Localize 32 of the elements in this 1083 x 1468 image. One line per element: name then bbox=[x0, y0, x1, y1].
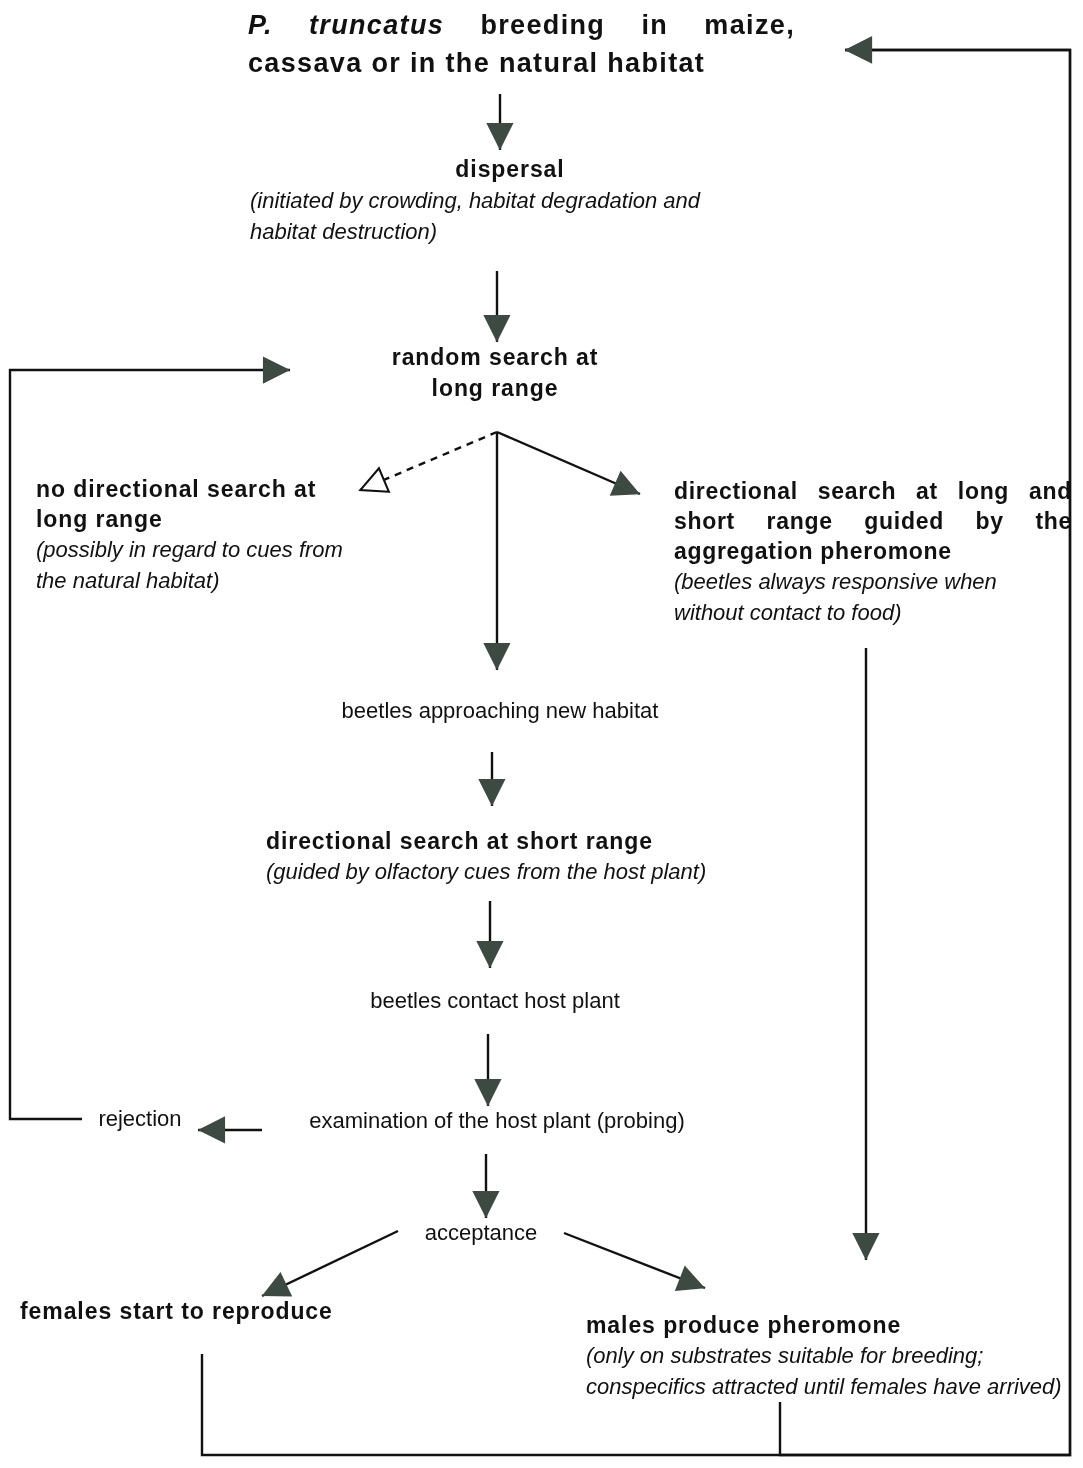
arrow bbox=[486, 94, 514, 151]
arrow bbox=[483, 432, 511, 671]
note-text: (guided by olfactory cues from the host plant) bbox=[266, 858, 708, 886]
arrow bbox=[472, 1154, 500, 1219]
step-text: rejection bbox=[97, 1105, 183, 1133]
step-text: beetles approaching new habitat bbox=[340, 697, 660, 725]
arrow bbox=[483, 271, 511, 343]
arrow bbox=[359, 430, 498, 493]
step-text: directional search at short range bbox=[266, 827, 654, 856]
arrow bbox=[478, 752, 506, 807]
step-text: random search at long range bbox=[390, 343, 600, 403]
note-text: (beetles always responsive when without contact to food) bbox=[674, 568, 998, 627]
arrow bbox=[852, 648, 880, 1261]
note-text: (only on substrates suitable for breeding; conspecifics attracted until females have arrived) bbox=[586, 1342, 1062, 1401]
step-text: beetles contact host plant bbox=[369, 987, 621, 1015]
step-text: acceptance bbox=[423, 1219, 539, 1247]
step-text: examination of the host plant (probing) bbox=[308, 1107, 686, 1135]
arrow bbox=[476, 901, 504, 969]
arrow bbox=[474, 1034, 502, 1107]
step-text: P. truncatus breeding in maize, cassava or in the natural habitat bbox=[248, 9, 795, 80]
note-text: (initiated by crowding, habitat degradation and habitat destruction) bbox=[250, 187, 702, 246]
note-text: (possibly in regard to cues from the natural habitat) bbox=[36, 536, 344, 595]
arrow bbox=[197, 1116, 262, 1144]
arrow bbox=[563, 1231, 706, 1291]
step-text: no directional search at long range bbox=[36, 475, 318, 534]
arrow bbox=[261, 1229, 399, 1298]
step-text: males produce pheromone bbox=[586, 1311, 903, 1340]
step-text: females start to reproduce bbox=[20, 1297, 334, 1326]
step-text: dispersal bbox=[454, 155, 566, 184]
arrow bbox=[496, 430, 641, 496]
arrow bbox=[8, 356, 291, 1121]
arrow bbox=[778, 36, 1072, 1457]
